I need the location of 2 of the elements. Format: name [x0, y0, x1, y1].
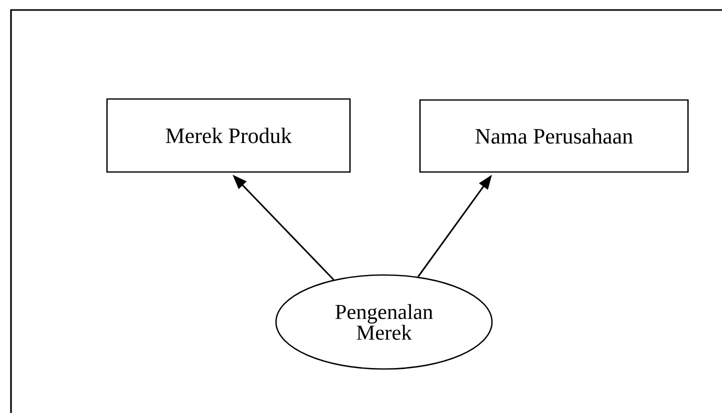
box: Merek Produk — [106, 98, 351, 173]
box: Nama Perusahaan — [419, 99, 689, 173]
